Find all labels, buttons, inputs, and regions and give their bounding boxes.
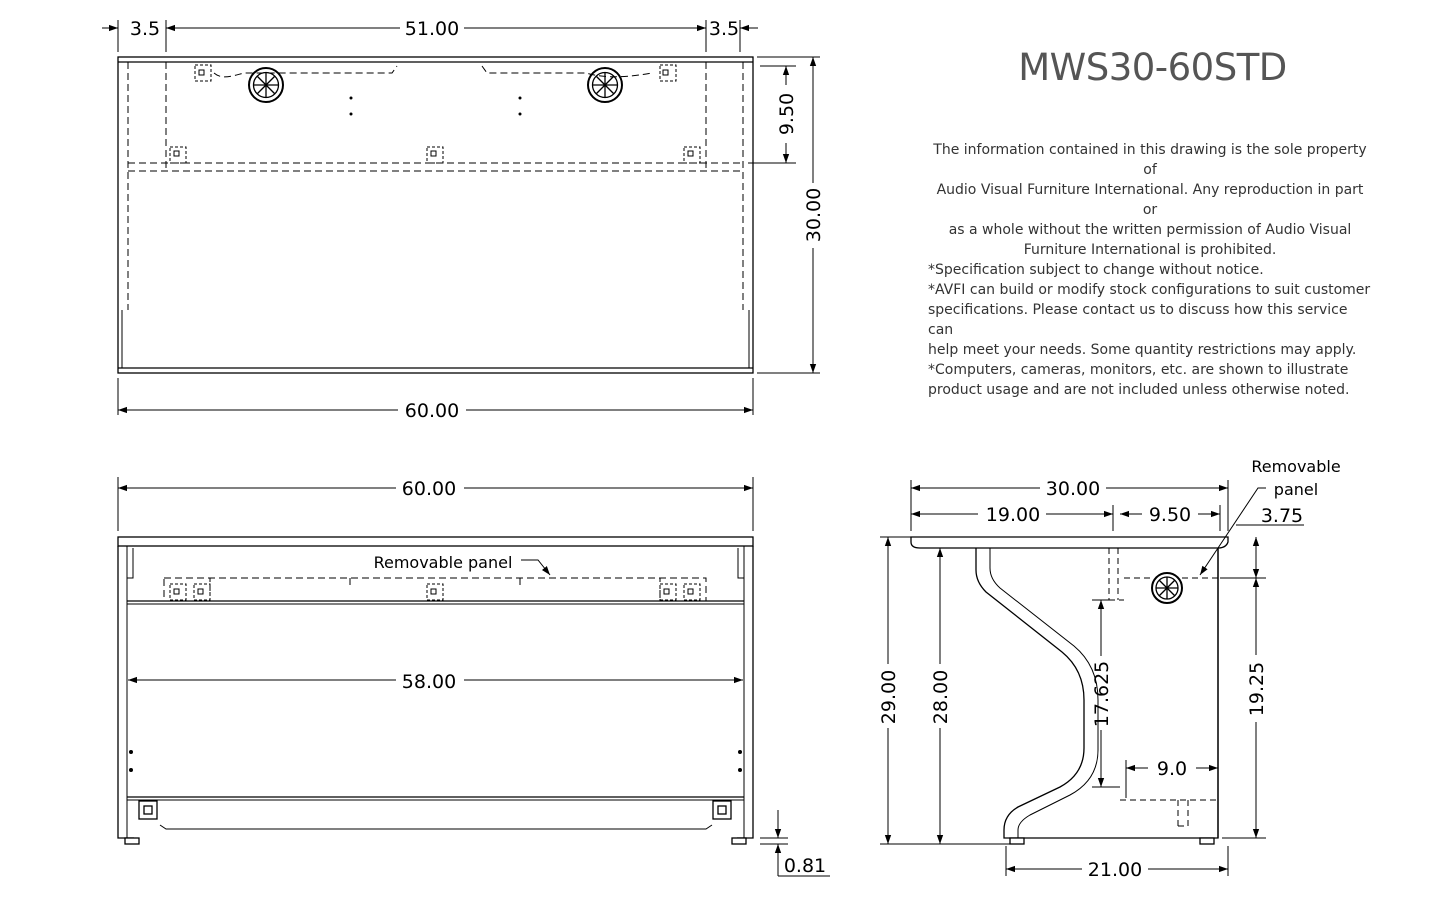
- ownership-note-line: as a whole without the written permissio…: [948, 222, 1352, 238]
- ownership-note-line: The information contained in this drawin…: [933, 142, 1367, 178]
- grommet-icon: [587, 67, 623, 103]
- dim-width: 60.00: [405, 400, 459, 422]
- avfi-note-line: *AVFI can build or modify stock configur…: [928, 282, 1371, 298]
- spec-note: *Specification subject to change without…: [928, 262, 1264, 278]
- dim-base-setback: 9.0: [1157, 758, 1187, 780]
- computers-note-line: product usage and are not included unles…: [928, 382, 1350, 398]
- dim-base-depth: 21.00: [1088, 859, 1142, 881]
- dim-front-width: 60.00: [402, 478, 456, 500]
- dim-depth: 30.00: [803, 188, 825, 242]
- dim-panel-to-grommet: 9.50: [1149, 504, 1191, 526]
- bracket-icon: [169, 64, 701, 164]
- front-view: [117, 477, 830, 877]
- grommet-icon: [248, 67, 284, 103]
- computers-note-line: *Computers, cameras, monitors, etc. are …: [928, 362, 1349, 378]
- side-view-dimensions: 30.00 19.00 9.50 3.75 29.00 28.00 17.625…: [878, 457, 1341, 881]
- avfi-note-line: help meet your needs. Some quantity rest…: [928, 342, 1357, 358]
- bracket-icon: [169, 583, 701, 601]
- dim-under-clear: 17.625: [1091, 661, 1113, 727]
- dim-overall-height: 29.00: [878, 670, 900, 724]
- removable-panel-label-line2: panel: [1274, 480, 1318, 499]
- removable-panel-label-line1: Removable: [1251, 457, 1340, 476]
- dim-inner-width: 58.00: [402, 671, 456, 693]
- dim-right-inset: 3.5: [709, 18, 739, 40]
- ownership-note-line: Furniture International is prohibited.: [1023, 242, 1277, 258]
- grommet-icon: [1151, 572, 1183, 604]
- dim-grommet-depth: 9.50: [776, 93, 798, 135]
- side-view: [880, 480, 1304, 876]
- dim-front-to-panel: 19.00: [986, 504, 1040, 526]
- dim-side-depth: 30.00: [1046, 478, 1100, 500]
- top-view: [102, 20, 820, 415]
- dim-work-height: 28.00: [930, 670, 952, 724]
- dim-rear-offset: 3.75: [1261, 505, 1303, 527]
- ownership-note-line: Audio Visual Furniture International. An…: [936, 182, 1364, 218]
- dim-foot-height: 0.81: [784, 855, 826, 877]
- avfi-note-line: specifications. Please contact us to dis…: [928, 302, 1348, 338]
- front-view-dimensions: 60.00 58.00 0.81 Removable panel: [374, 478, 827, 877]
- model-title: MWS30-60STD: [1018, 46, 1287, 89]
- notes-block: The information contained in this drawin…: [928, 140, 1372, 400]
- removable-panel-label: Removable panel: [374, 553, 513, 572]
- dim-inner-span: 51.00: [405, 18, 459, 40]
- dim-left-inset: 3.5: [130, 18, 160, 40]
- dim-rear-height: 19.25: [1246, 662, 1268, 716]
- top-view-dimensions: 3.5 51.00 3.5 9.50 30.00 60.00: [130, 18, 825, 422]
